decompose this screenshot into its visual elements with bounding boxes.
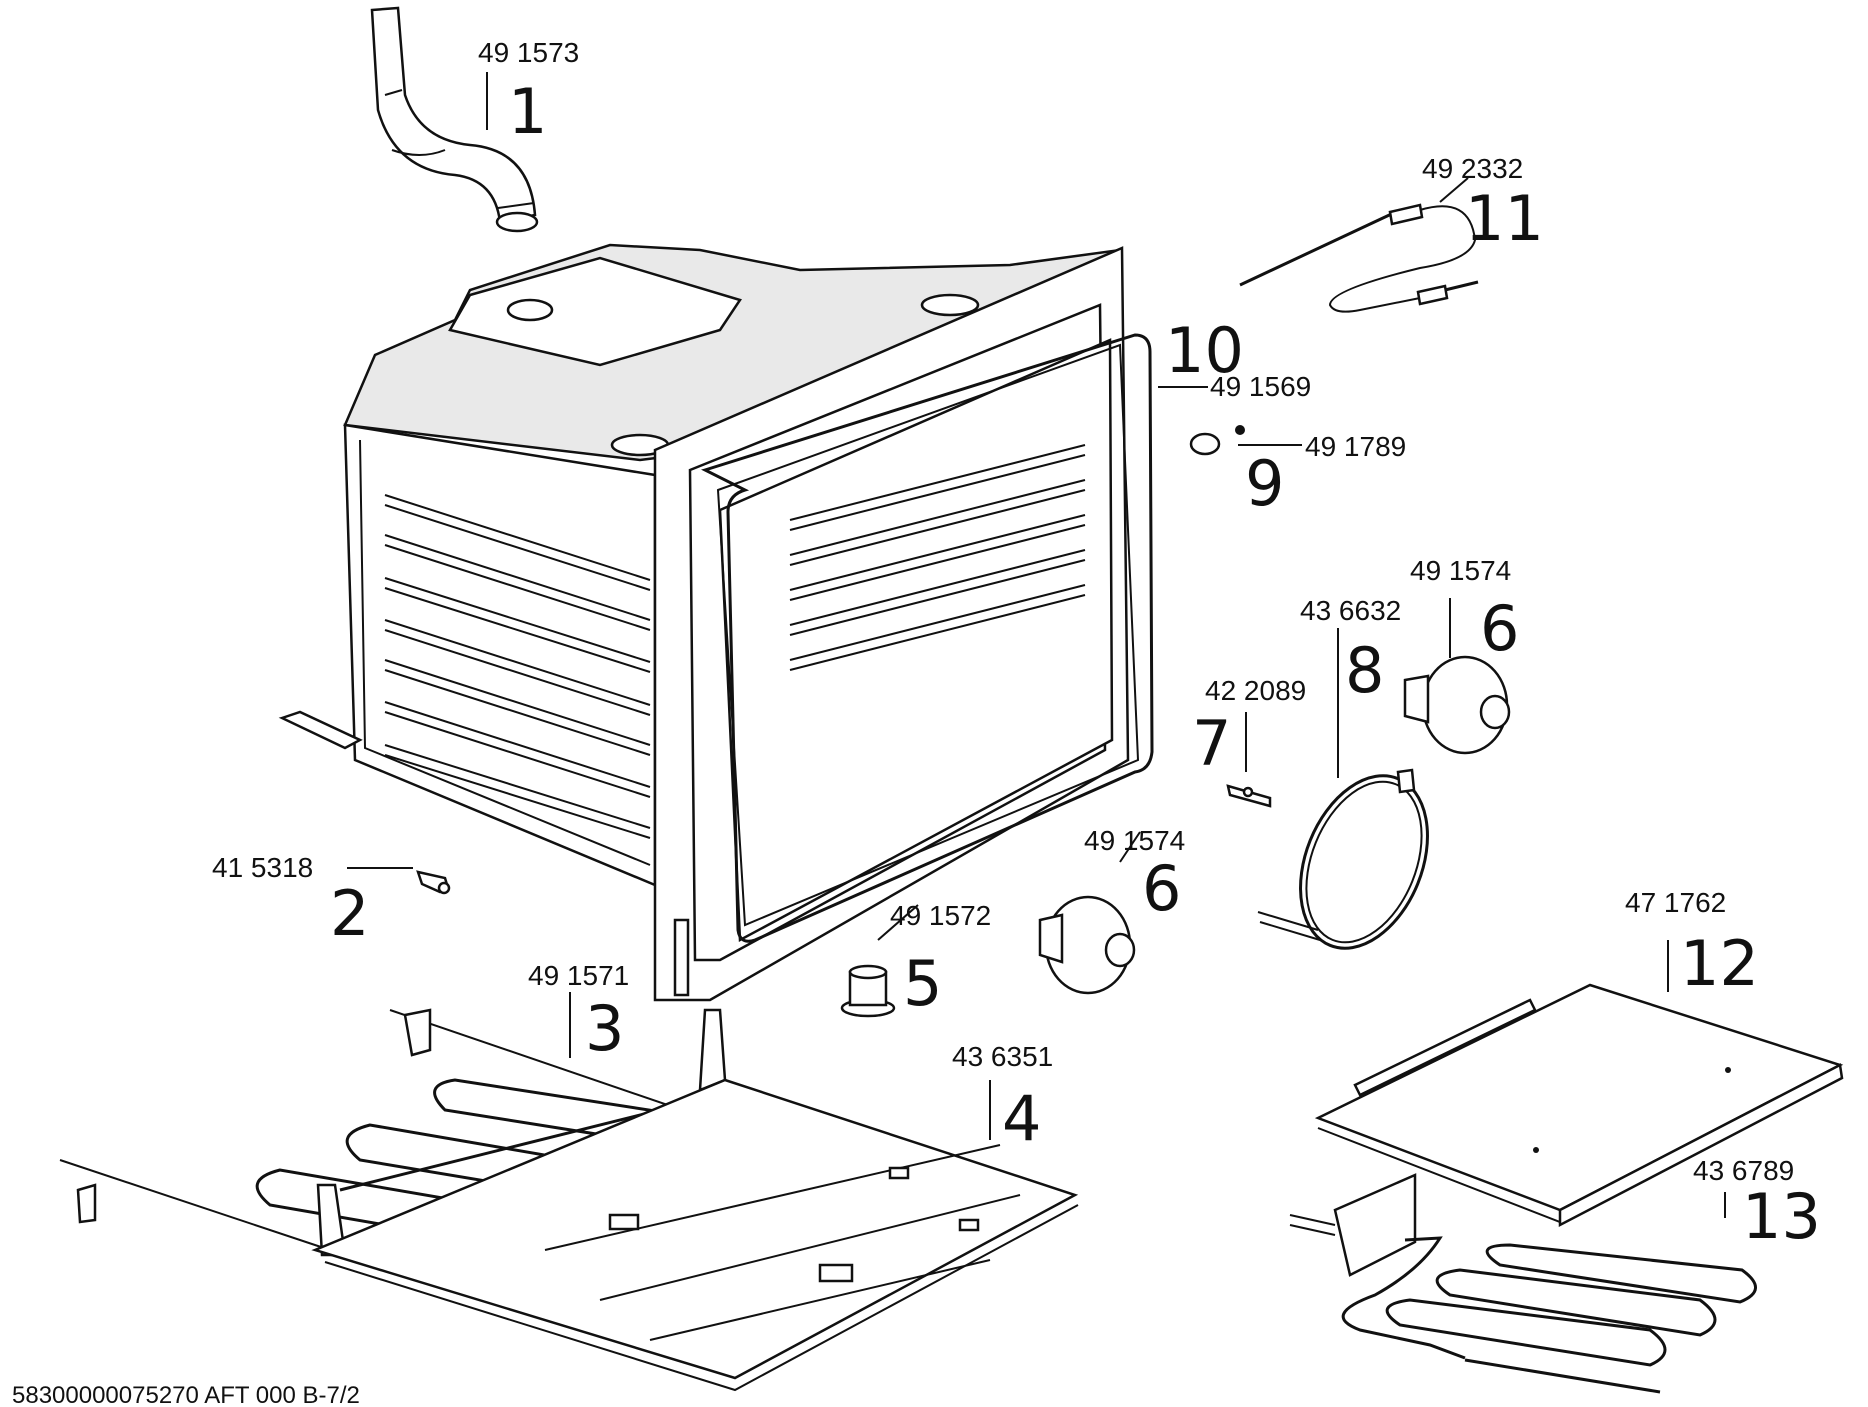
callout-6-upper: 6 bbox=[1480, 592, 1519, 665]
part-5-lamp-cover bbox=[840, 964, 896, 1018]
callout-6-lower: 6 bbox=[1142, 852, 1181, 925]
part-number-2: 41 5318 bbox=[212, 852, 313, 883]
callout-3: 3 bbox=[585, 992, 624, 1065]
part-2-clip bbox=[416, 870, 451, 895]
part-6-lamp-holder-lower bbox=[1038, 895, 1136, 995]
part-number-1: 49 1573 bbox=[478, 37, 579, 68]
part-number-8: 43 6632 bbox=[1300, 595, 1401, 626]
callout-5: 5 bbox=[903, 947, 942, 1020]
callout-13: 13 bbox=[1742, 1180, 1821, 1253]
part-6-lamp-holder-upper bbox=[1403, 655, 1511, 755]
part-7-bracket bbox=[1226, 784, 1272, 808]
part-number-4: 43 6351 bbox=[952, 1041, 1053, 1072]
part-number-5: 49 1572 bbox=[890, 900, 991, 931]
callout-8: 8 bbox=[1345, 634, 1384, 707]
callout-11: 11 bbox=[1465, 182, 1544, 255]
part-number-7: 42 2089 bbox=[1205, 675, 1306, 706]
part-number-3: 49 1571 bbox=[528, 960, 629, 991]
part-number-10: 49 1569 bbox=[1210, 371, 1311, 402]
oven-cavity bbox=[278, 243, 1154, 1002]
part-number-9: 49 1789 bbox=[1305, 431, 1406, 462]
document-code: 58300000075270 AFT 000 B-7/2 bbox=[12, 1382, 360, 1407]
part-9-plug bbox=[1189, 425, 1245, 456]
part-12-cover-plate bbox=[1314, 983, 1844, 1228]
callout-2: 2 bbox=[330, 877, 369, 950]
part-number-11: 49 2332 bbox=[1422, 153, 1523, 184]
part-number-13: 43 6789 bbox=[1693, 1155, 1794, 1186]
part-1-hose bbox=[370, 6, 539, 233]
part-4-bottom-plate bbox=[311, 1078, 1079, 1392]
leader-lines bbox=[347, 72, 1726, 1218]
callout-9: 9 bbox=[1245, 447, 1284, 520]
part-number-12: 47 1762 bbox=[1625, 887, 1726, 918]
callout-10: 10 bbox=[1165, 314, 1244, 387]
callout-4: 4 bbox=[1002, 1082, 1041, 1155]
callout-1: 1 bbox=[508, 75, 547, 148]
part-number-6-lower: 49 1574 bbox=[1084, 825, 1185, 856]
part-13-grill-heating-element bbox=[1289, 1173, 1757, 1394]
part-11-temperature-sensor bbox=[1239, 203, 1479, 313]
part-labels: 49 1573 1 41 5318 2 49 1571 3 43 6351 4 … bbox=[12, 37, 1821, 1407]
callout-7: 7 bbox=[1192, 707, 1231, 780]
part-8-ring-heating-element bbox=[1257, 768, 1429, 950]
callout-12: 12 bbox=[1680, 927, 1759, 1000]
part-number-6-upper: 49 1574 bbox=[1410, 555, 1511, 586]
